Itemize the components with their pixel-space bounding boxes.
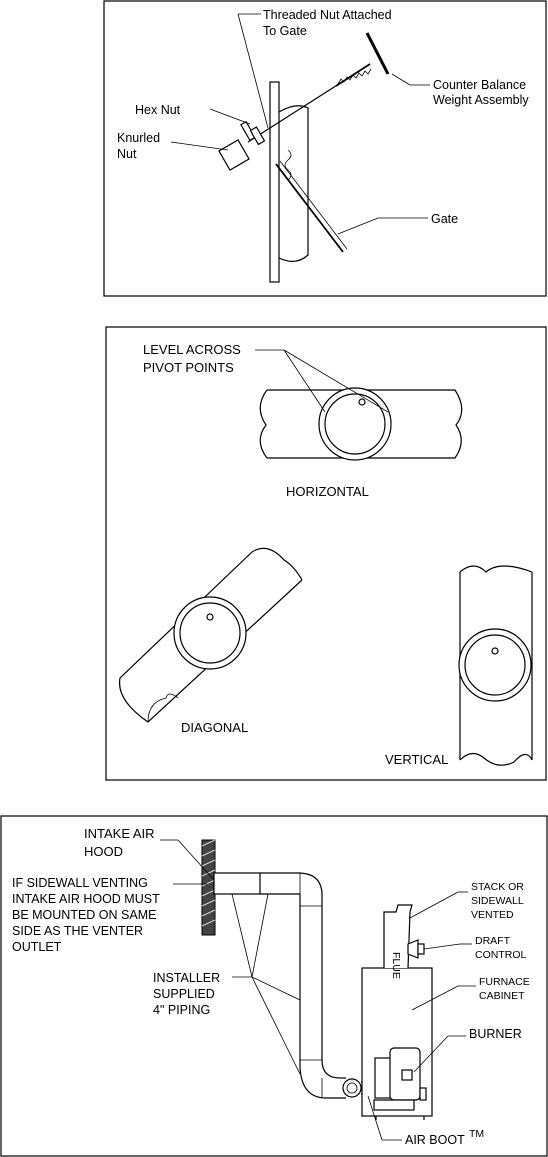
label-sidewall-note-2: INTAKE AIR HOOD MUST — [12, 892, 160, 906]
label-diagonal: DIAGONAL — [181, 720, 248, 735]
panel-air-boot-installation: FLUE INTAKE A — [0, 815, 548, 1157]
label-hex-nut: Hex Nut — [135, 103, 181, 117]
label-intake-hood-2: HOOD — [84, 844, 123, 859]
pivot-dot-diagonal — [206, 613, 214, 621]
label-furnace-cabinet-2: CABINET — [479, 990, 525, 1002]
air-boot-fitting — [342, 1078, 362, 1098]
vertical-pipe — [458, 565, 533, 766]
housing-break-line — [284, 149, 292, 181]
label-stack-3: VENTED — [471, 909, 514, 921]
label-horizontal: HORIZONTAL — [286, 484, 369, 499]
label-gate: Gate — [431, 212, 458, 226]
label-sidewall-note-5: OUTLET — [12, 940, 62, 954]
counter-balance-weight — [335, 32, 390, 87]
damper-housing — [278, 105, 309, 262]
label-intake-hood: INTAKE AIR — [84, 826, 155, 841]
label-level-across-2: PIVOT POINTS — [143, 360, 234, 375]
label-threaded-nut: Threaded Nut Attached — [263, 8, 392, 22]
gate-plate — [275, 163, 344, 253]
panel-mounting-orientations: LEVEL ACROSS PIVOT POINTS HORIZONTAL DIA… — [105, 326, 547, 781]
label-air-boot: AIR BOOT — [405, 1133, 465, 1147]
label-installer-piping: INSTALLER — [153, 971, 220, 985]
label-threaded-nut-2: To Gate — [263, 24, 307, 38]
intake-pipe-outer — [260, 872, 323, 1060]
draft-control — [407, 939, 425, 959]
label-level-across: LEVEL ACROSS — [143, 342, 241, 357]
intake-pipe-inner — [260, 893, 301, 1068]
label-counter-balance: Counter Balance — [433, 78, 526, 92]
pivot-dot-horizontal — [358, 398, 366, 406]
label-draft-control: DRAFT — [475, 935, 511, 947]
label-draft-control-2: CONTROL — [475, 949, 526, 961]
hex-nut — [240, 120, 266, 146]
label-furnace-cabinet: FURNACE — [479, 976, 530, 988]
damper-collar — [269, 81, 280, 283]
burner — [373, 1047, 427, 1111]
panel-2-border — [105, 326, 547, 781]
flue-stack — [383, 904, 413, 969]
label-knurled-nut-2: Nut — [117, 147, 137, 161]
label-burner: BURNER — [469, 1027, 522, 1041]
panel-1-border — [103, 0, 547, 297]
leader-knurled-nut — [170, 141, 229, 151]
leader-hex-nut — [209, 108, 251, 125]
label-installer-piping-3: 4" PIPING — [153, 1003, 210, 1017]
pivot-rod — [247, 81, 343, 143]
label-sidewall-note-4: SIDE AS THE VENTER — [12, 924, 143, 938]
label-sidewall-note-3: BE MOUNTED ON SAME — [12, 908, 156, 922]
gate-plate-edge — [279, 160, 348, 250]
label-counter-balance-2: Weight Assembly — [433, 93, 529, 107]
label-stack-2: SIDEWALL — [471, 895, 524, 907]
diagonal-pipe — [118, 547, 303, 723]
label-installer-piping-2: SUPPLIED — [153, 987, 215, 1001]
knurled-nut — [218, 139, 250, 171]
sidewall — [201, 839, 216, 936]
label-vertical: VERTICAL — [385, 752, 448, 767]
label-stack: STACK OR — [471, 881, 524, 893]
intake-air-hood — [213, 872, 261, 895]
horizontal-pipe — [259, 387, 463, 461]
panel-3-border — [0, 815, 548, 1157]
label-sidewall-note: IF SIDEWALL VENTING — [12, 876, 148, 890]
label-air-boot-trademark: TM — [469, 1128, 484, 1140]
label-knurled-nut: Knurled — [117, 131, 160, 145]
pivot-dot-vertical — [491, 647, 499, 655]
flue-mark: FLUE — [390, 952, 402, 979]
panel-damper-assembly: Threaded Nut Attached To Gate Counter Ba… — [103, 0, 547, 297]
